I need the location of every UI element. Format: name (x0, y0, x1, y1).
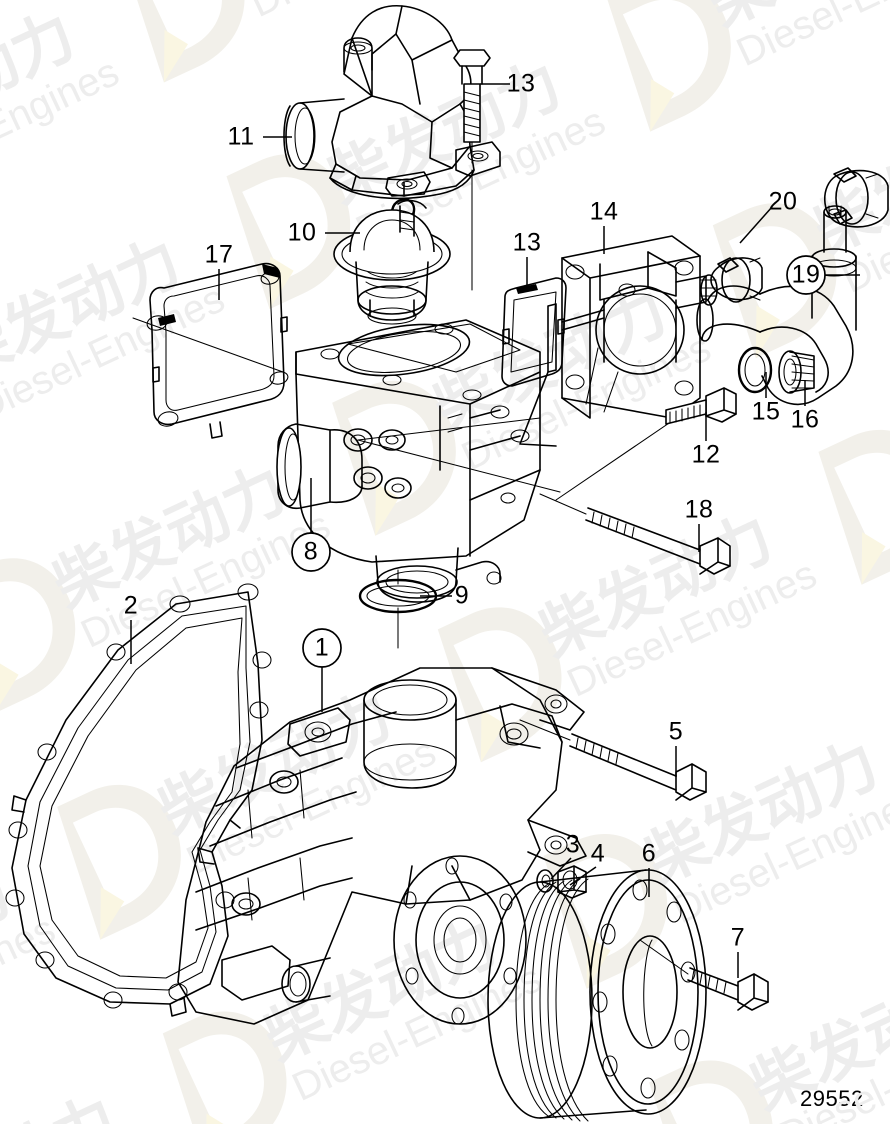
callout-label-7: 7 (730, 923, 746, 952)
callout-label-3: 3 (565, 830, 581, 859)
callout-label-11: 11 (227, 122, 255, 151)
callout-label-1: 1 (314, 633, 330, 662)
callout-label-18: 18 (684, 495, 714, 524)
callout-label-13b: 13 (512, 228, 542, 257)
callout-label-6: 6 (641, 839, 657, 868)
callout-label-17: 17 (204, 240, 234, 269)
callout-label-9: 9 (454, 581, 470, 610)
callout-label-8: 8 (303, 537, 319, 566)
callout-label-5: 5 (668, 717, 684, 746)
callout-label-13: 13 (506, 69, 536, 98)
callout-label-12: 12 (691, 440, 721, 469)
callout-label-15: 15 (751, 397, 781, 426)
callout-label-19: 19 (791, 260, 821, 289)
callout-label-16: 16 (790, 405, 820, 434)
callout-label-4: 4 (590, 839, 606, 868)
callout-label-2: 2 (123, 591, 139, 620)
callout-label-14: 14 (589, 197, 619, 226)
callout-label-20: 20 (768, 187, 798, 216)
callout-label-10: 10 (287, 218, 317, 247)
